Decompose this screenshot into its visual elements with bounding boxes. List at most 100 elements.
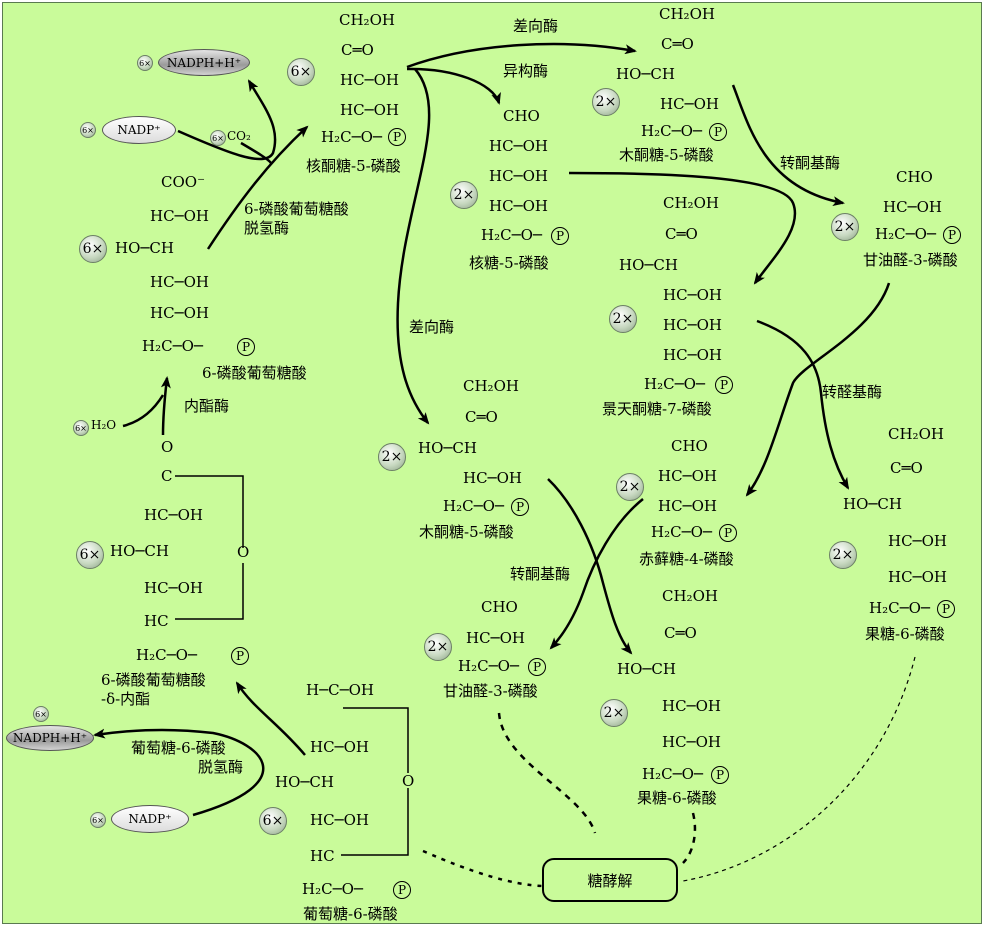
ru5p-multiplier: 6× <box>287 58 315 86</box>
s7p-caption: 景天酮糖-7-磷酸 <box>602 400 712 418</box>
arrow-co2-out <box>240 141 272 164</box>
g6p-line-0: H─C─OH <box>306 681 374 699</box>
xu5p-mid-line-3: HC─OH <box>463 469 522 487</box>
xu5p-top-line-1: C═O <box>661 35 694 53</box>
nadph-top-multiplier: 6× <box>137 55 153 71</box>
g6p-line-5: H₂C─O─ <box>302 880 363 898</box>
s7p-line-6: H₂C─O─ <box>644 375 705 393</box>
lactone-line-0: O <box>161 438 174 456</box>
g6p-line-2: HO─CH <box>275 773 334 791</box>
lactone-ring-oxygen: O <box>237 543 250 561</box>
xu5p-top-caption: 木酮糖-5-磷酸 <box>619 146 714 164</box>
g3p-top-multiplier: 2× <box>831 213 859 241</box>
pg6-line-1: HC─OH <box>150 207 209 225</box>
xu5p-top-phosphate: P <box>709 123 727 141</box>
ru5p-caption: 核酮糖-5-磷酸 <box>306 157 401 175</box>
f6p-right-line-5: H₂C─O─ <box>869 599 930 617</box>
arrow-lactone-to-6pg <box>160 376 171 436</box>
lactone-phosphate: P <box>231 647 249 665</box>
co2-multiplier: 6× <box>210 130 226 146</box>
g3p-bottom-multiplier: 2× <box>424 633 452 661</box>
f6p-right-line-0: CH₂OH <box>888 425 944 443</box>
dashed-g6p-to-glycolysis <box>422 849 544 888</box>
arrow-nadp-to-nadph-top <box>177 79 277 161</box>
enzyme-pgd-line2: 脱氢酶 <box>244 219 290 237</box>
xu5p-top-line-0: CH₂OH <box>659 5 715 23</box>
r5p-caption: 核糖-5-磷酸 <box>469 254 549 272</box>
xu5p-top-line-2: HO─CH <box>616 65 675 83</box>
xu5p-mid-line-0: CH₂OH <box>463 377 519 395</box>
dashed-f6p-bottom-to-glycolysis <box>682 812 697 864</box>
g3p-bottom-line-1: HC─OH <box>466 629 525 647</box>
s7p-multiplier: 2× <box>609 305 637 333</box>
r5p-multiplier: 2× <box>450 181 478 209</box>
pg6-line-0: COO⁻ <box>161 173 205 191</box>
e4p-line-1: HC─OH <box>658 467 717 485</box>
ru5p-line-3: HC─OH <box>340 101 399 119</box>
s7p-line-2: HO─CH <box>619 256 678 274</box>
nadph-bottom-multiplier: 6× <box>33 706 49 722</box>
pg6-line-4: HC─OH <box>150 304 209 322</box>
r5p-line-4: H₂C─O─ <box>481 226 542 244</box>
g3p-top-line-0: CHO <box>896 168 933 186</box>
pg6-line-2: HO─CH <box>115 239 174 257</box>
h2o-label: H₂O <box>91 418 117 432</box>
g6p-line-1: HC─OH <box>310 738 369 756</box>
enzyme-transaldolase: 转醛基酶 <box>822 383 883 401</box>
g3p-top-phosphate: P <box>943 226 961 244</box>
lactone-line-4: HC─OH <box>144 579 203 597</box>
g6p-line-3: HC─OH <box>310 811 369 829</box>
g6p-caption: 葡萄糖-6-磷酸 <box>303 905 398 923</box>
e4p-multiplier: 2× <box>616 473 644 501</box>
enzyme-g6pd-line1: 葡萄糖-6-磷酸 <box>131 739 226 757</box>
dashed-f6p-right-to-glycolysis <box>682 656 916 882</box>
ru5p-line-2: HC─OH <box>340 71 399 89</box>
nadp-top-multiplier: 6× <box>80 122 96 138</box>
arrow-ru5p-to-xu5p-top <box>406 42 637 69</box>
r5p-line-3: HC─OH <box>489 197 548 215</box>
g6p-line-4: HC <box>310 847 335 865</box>
f6p-right-line-4: HC─OH <box>888 568 947 586</box>
f6p-bottom-line-1: C═O <box>664 624 697 642</box>
r5p-line-2: HC─OH <box>489 167 548 185</box>
f6p-bottom-line-3: HC─OH <box>662 697 721 715</box>
r5p-phosphate: P <box>551 227 569 245</box>
e4p-caption: 赤藓糖-4-磷酸 <box>639 550 734 568</box>
xu5p-top-multiplier: 2× <box>592 88 620 116</box>
e4p-line-3: H₂C─O─ <box>651 523 712 541</box>
g3p-bottom-caption: 甘油醛-3-磷酸 <box>443 682 538 700</box>
g3p-top-line-2: H₂C─O─ <box>875 225 936 243</box>
nadp-bottom-multiplier: 6× <box>90 812 106 828</box>
xu5p-mid-caption: 木酮糖-5-磷酸 <box>419 523 514 541</box>
enzyme-epimerase-top: 差向酶 <box>513 17 559 35</box>
g3p-bottom-line-0: CHO <box>481 598 518 616</box>
arrow-s7p-to-f6p-right <box>756 319 850 490</box>
s7p-phosphate: P <box>715 376 733 394</box>
f6p-right-line-1: C═O <box>890 459 923 477</box>
g6p-phosphate: P <box>393 881 411 899</box>
arrow-ru5p-to-r5p <box>406 67 501 105</box>
nadph-bottom-oval: NADPH+H⁺ <box>6 725 94 751</box>
xu5p-top-line-4: H₂C─O─ <box>641 122 702 140</box>
nadp-top-oval: NADP⁺ <box>102 116 176 144</box>
pg6-caption: 6-磷酸葡萄糖酸 <box>202 364 307 382</box>
f6p-bottom-line-0: CH₂OH <box>662 587 718 605</box>
s7p-line-3: HC─OH <box>663 286 722 304</box>
lactone-line-1: C <box>161 467 173 485</box>
xu5p-top-line-3: HC─OH <box>660 95 719 113</box>
arrow-g3p-to-e4p <box>745 282 891 497</box>
arrow-g6p-to-lactone <box>235 681 306 756</box>
nadph-top-oval: NADPH+H⁺ <box>158 49 250 76</box>
glycolysis-box: 糖酵解 <box>542 858 678 902</box>
f6p-bottom-caption: 果糖-6-磷酸 <box>637 789 717 807</box>
co2-label: CO₂ <box>227 129 251 143</box>
f6p-bottom-line-4: HC─OH <box>662 733 721 751</box>
f6p-bottom-line-5: H₂C─O─ <box>642 765 703 783</box>
dashed-g3p-to-glycolysis <box>497 712 597 834</box>
g6p-ring-oxygen: O <box>402 772 415 790</box>
lactone-caption-2: -δ-内酯 <box>101 690 151 708</box>
lactone-caption-1: 6-磷酸葡萄糖酸 <box>101 671 206 689</box>
xu5p-mid-phosphate: P <box>511 498 529 516</box>
lactone-multiplier: 6× <box>76 541 104 569</box>
